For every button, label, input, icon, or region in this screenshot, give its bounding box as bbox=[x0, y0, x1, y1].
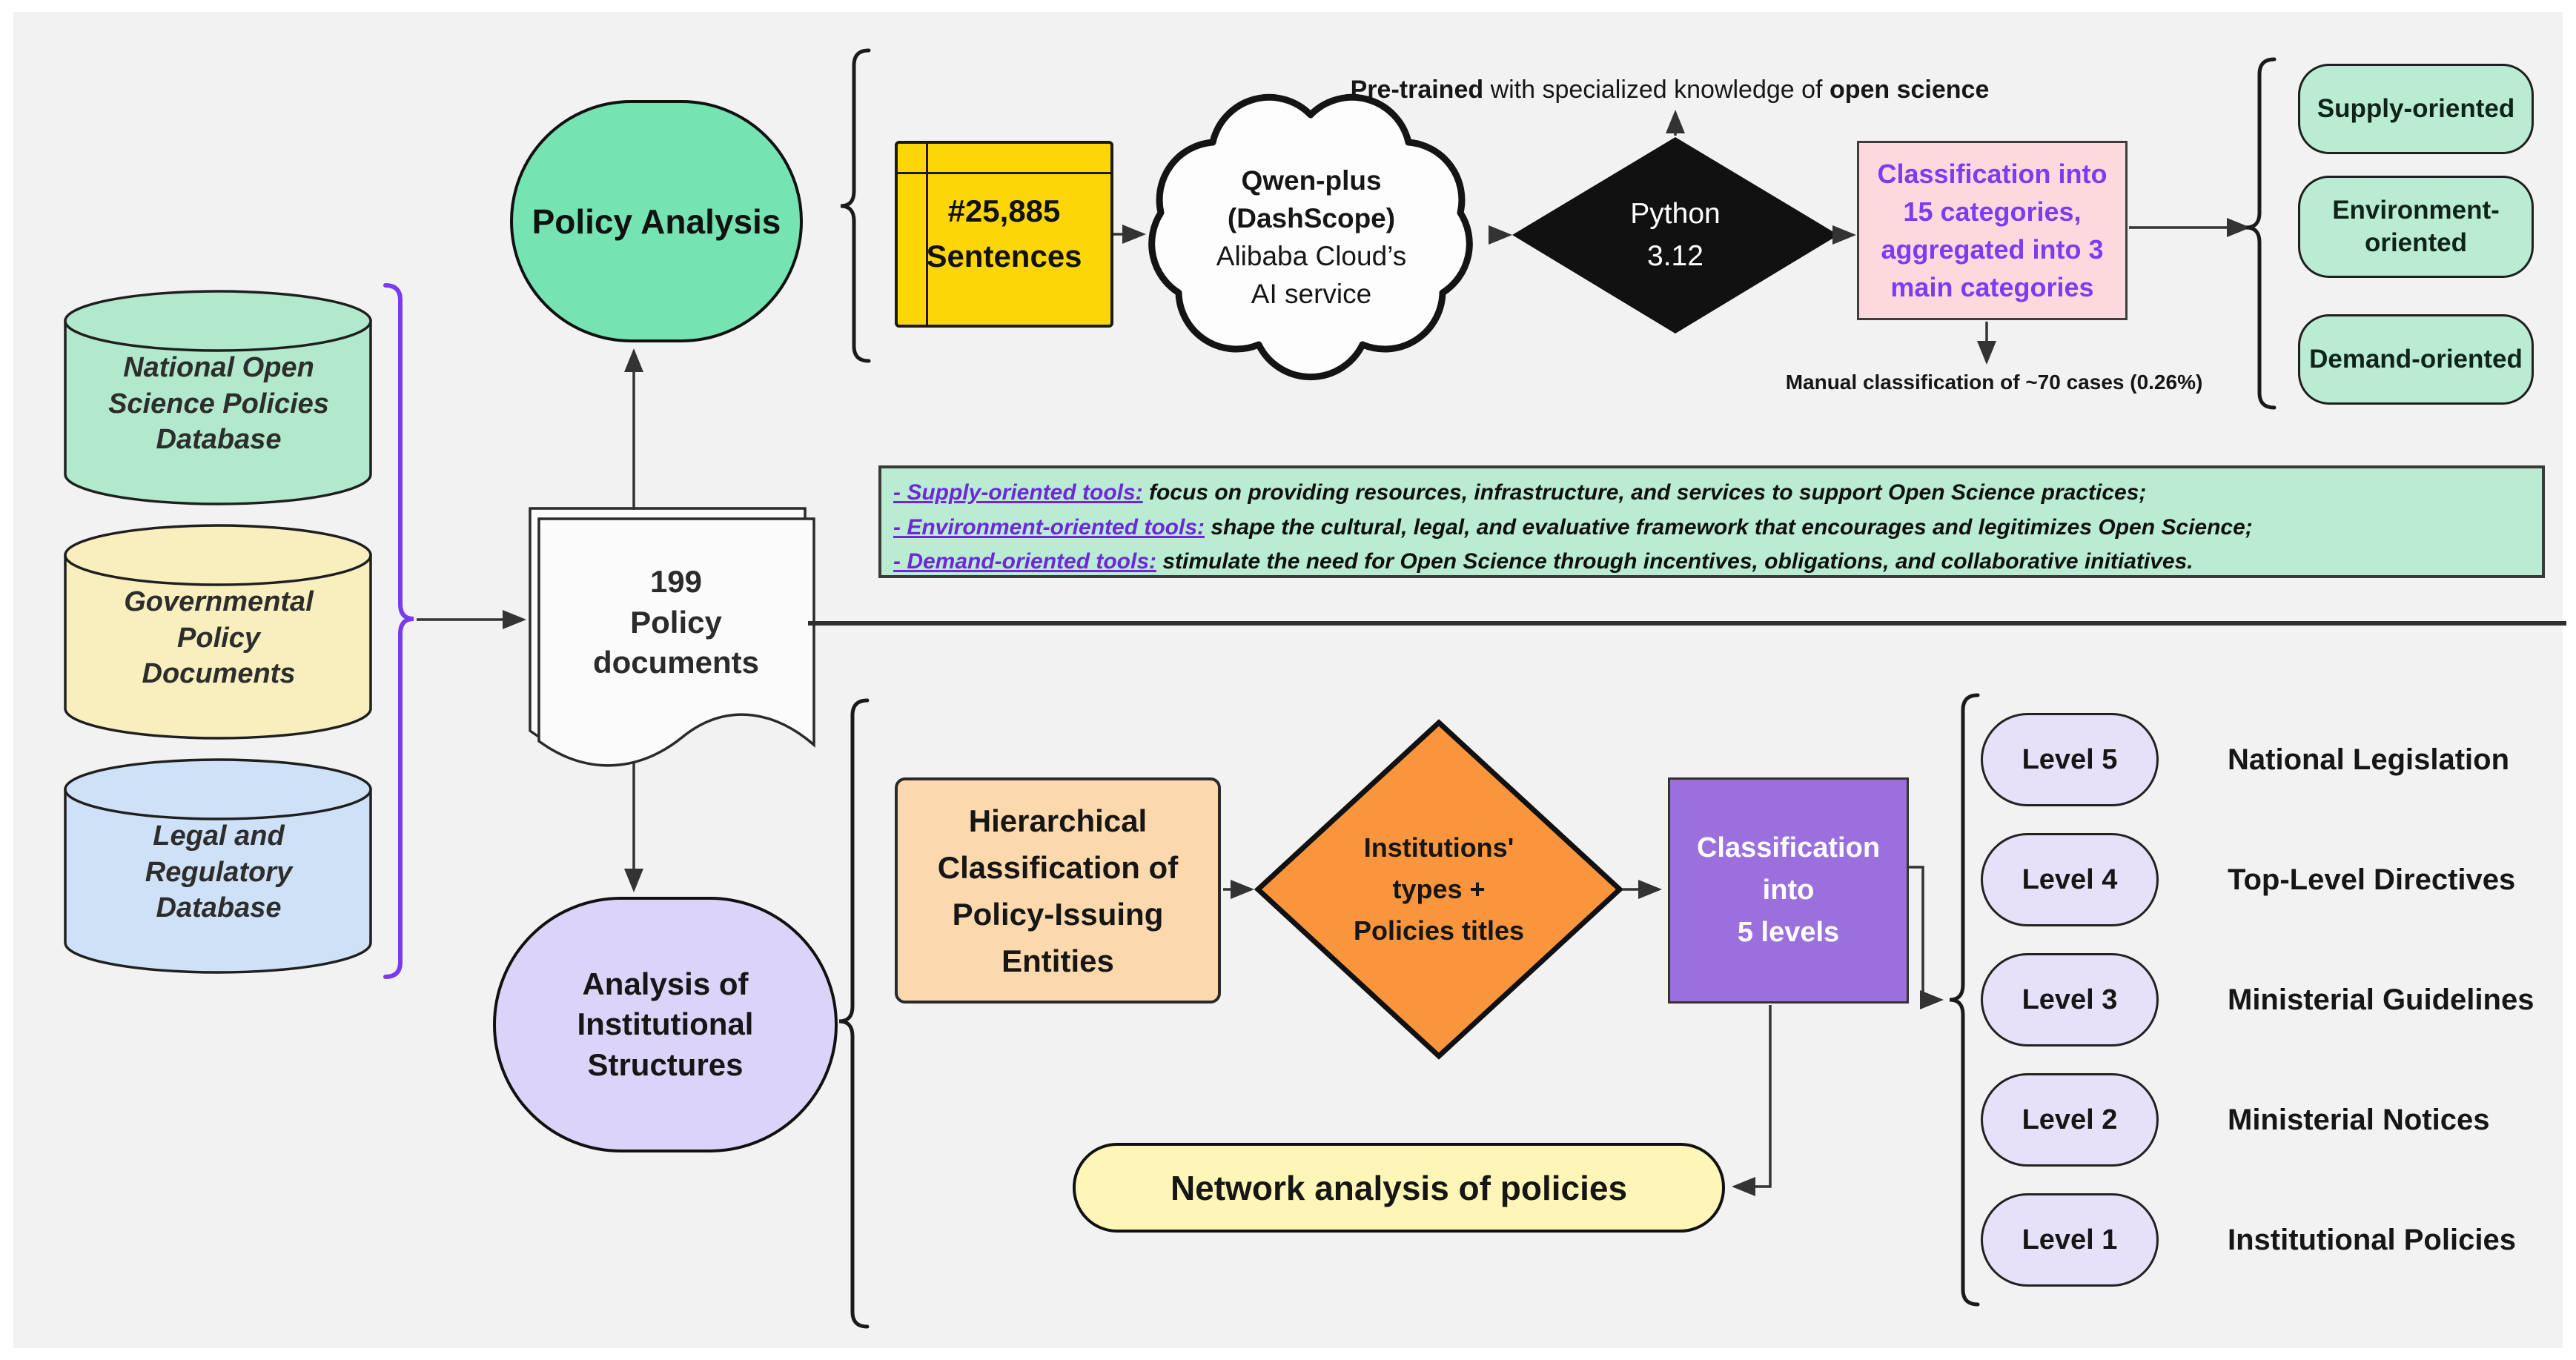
database-cylinder-blue bbox=[64, 758, 372, 974]
documents-shape bbox=[529, 507, 815, 767]
cloud-service-subtitle: Alibaba Cloud’s AI service bbox=[1216, 241, 1407, 310]
level-3-pill: Level 3 bbox=[1981, 953, 2159, 1046]
level-1-pill: Level 1 bbox=[1981, 1193, 2159, 1287]
level-1-label: Institutional Policies bbox=[2228, 1223, 2516, 1256]
institutions-diamond-label: Institutions' types + Policies titles bbox=[1353, 832, 1525, 946]
database-cylinder-green bbox=[64, 290, 372, 505]
policy-analysis-label: Policy Analysis bbox=[532, 202, 781, 241]
pretrained-note: Pre-trained with specialized knowledge o… bbox=[1331, 76, 2009, 105]
classification-5-levels-box: Classification into 5 levels bbox=[1668, 777, 1909, 1004]
institutional-structures-node: Analysis of Institutional Structures bbox=[493, 897, 838, 1152]
pretrained-bold-lead: Pre-trained bbox=[1350, 76, 1484, 104]
python-label: Python 3.12 bbox=[1630, 197, 1721, 272]
cloud-service-name: Qwen-plus (DashScope) bbox=[1227, 165, 1396, 233]
level-5-label: National Legislation bbox=[2228, 743, 2510, 776]
definition-demand-lead: - Demand-oriented tools: bbox=[893, 549, 1157, 574]
definition-supply: - Supply-oriented tools: focus on provid… bbox=[893, 476, 2530, 511]
cloud-service-label: Qwen-plus (DashScope) Alibaba Cloud’s AI… bbox=[1171, 145, 1451, 330]
database-label-national-open-science: National Open Science Policies Database bbox=[108, 352, 329, 456]
connector-levels-box-to-network bbox=[1732, 1005, 1772, 1196]
institutional-brace bbox=[838, 698, 870, 1329]
pretrained-bold-tail: open science bbox=[1829, 76, 1990, 104]
policy-analysis-brace bbox=[840, 48, 871, 363]
level-2-pill: Level 2 bbox=[1981, 1073, 2159, 1167]
policy-analysis-node: Policy Analysis bbox=[510, 100, 803, 342]
institutions-diamond-shape bbox=[1254, 719, 1624, 1060]
cloud-shape bbox=[1148, 93, 1473, 381]
definition-supply-lead: - Supply-oriented tools: bbox=[893, 480, 1143, 505]
category-environment-oriented: Environment- oriented bbox=[2298, 176, 2534, 278]
definition-demand: - Demand-oriented tools: stimulate the n… bbox=[893, 545, 2530, 580]
level-4-pill: Level 4 bbox=[1981, 833, 2159, 926]
policy-documents-label: 199 Policy documents bbox=[592, 564, 760, 680]
category-demand-oriented: Demand-oriented bbox=[2298, 314, 2534, 405]
level-2-label: Ministerial Notices bbox=[2228, 1103, 2490, 1136]
connector-levels-box-to-brace bbox=[1909, 866, 1944, 1009]
definition-demand-rest: stimulate the need for Open Science thro… bbox=[1156, 549, 2193, 574]
definition-environment: - Environment-oriented tools: shape the … bbox=[893, 511, 2530, 545]
levels-brace bbox=[1949, 693, 1980, 1307]
manual-classification-note: Manual classification of ~70 cases (0.26… bbox=[1785, 371, 2203, 394]
categories-brace bbox=[2245, 57, 2277, 410]
pretrained-middle: with specialized knowledge of bbox=[1483, 76, 1830, 104]
python-diamond bbox=[1512, 137, 1838, 334]
network-analysis-node: Network analysis of policies bbox=[1073, 1143, 1725, 1233]
classification-15-categories-box: Classification into 15 categories, aggre… bbox=[1857, 141, 2128, 320]
database-cylinder-yellow bbox=[64, 524, 372, 740]
database-label-governmental: Governmental Policy Documents bbox=[124, 586, 314, 690]
tool-definitions-box: - Supply-oriented tools: focus on provid… bbox=[878, 465, 2545, 578]
definition-environment-lead: - Environment-oriented tools: bbox=[893, 514, 1205, 540]
hierarchical-classification-box: Hierarchical Classification of Policy-Is… bbox=[895, 777, 1221, 1004]
level-5-pill: Level 5 bbox=[1981, 713, 2159, 806]
definition-environment-rest: shape the cultural, legal, and evaluativ… bbox=[1205, 514, 2253, 540]
sentences-box: #25,885 Sentences bbox=[895, 141, 1113, 328]
level-3-label: Ministerial Guidelines bbox=[2228, 983, 2534, 1016]
database-label-legal-regulatory: Legal and Regulatory Database bbox=[145, 820, 293, 924]
category-supply-oriented: Supply-oriented bbox=[2298, 64, 2534, 154]
databases-brace bbox=[383, 283, 414, 979]
definition-supply-rest: focus on providing resources, infrastruc… bbox=[1142, 480, 2147, 505]
level-4-label: Top-Level Directives bbox=[2228, 863, 2516, 896]
